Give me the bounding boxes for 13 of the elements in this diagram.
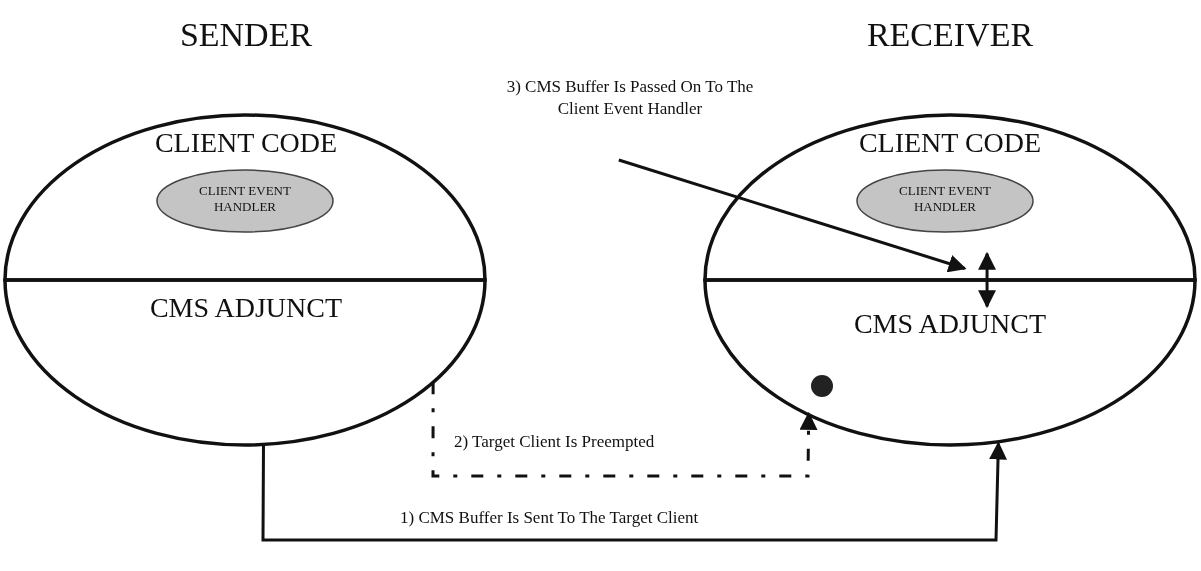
region-label: CMS ADJUNCT bbox=[852, 308, 1048, 341]
arrow bbox=[978, 251, 997, 309]
ellipse-label: CLIENT EVENT HANDLER bbox=[198, 183, 292, 215]
ellipse-label: CLIENT EVENT HANDLER bbox=[898, 183, 992, 215]
region-label: CLIENT CODE bbox=[857, 127, 1043, 160]
region-label: CMS ADJUNCT bbox=[148, 292, 344, 325]
arrow bbox=[261, 441, 1007, 542]
region-label: CLIENT CODE bbox=[153, 127, 339, 160]
column-heading: SENDER bbox=[178, 18, 314, 52]
dashed-arrow bbox=[431, 382, 818, 478]
step-annotation: 3) CMS Buffer Is Passed On To The Client Event Handler bbox=[505, 76, 755, 121]
column-heading: RECEIVER bbox=[865, 18, 1035, 52]
arrow bbox=[618, 158, 967, 273]
